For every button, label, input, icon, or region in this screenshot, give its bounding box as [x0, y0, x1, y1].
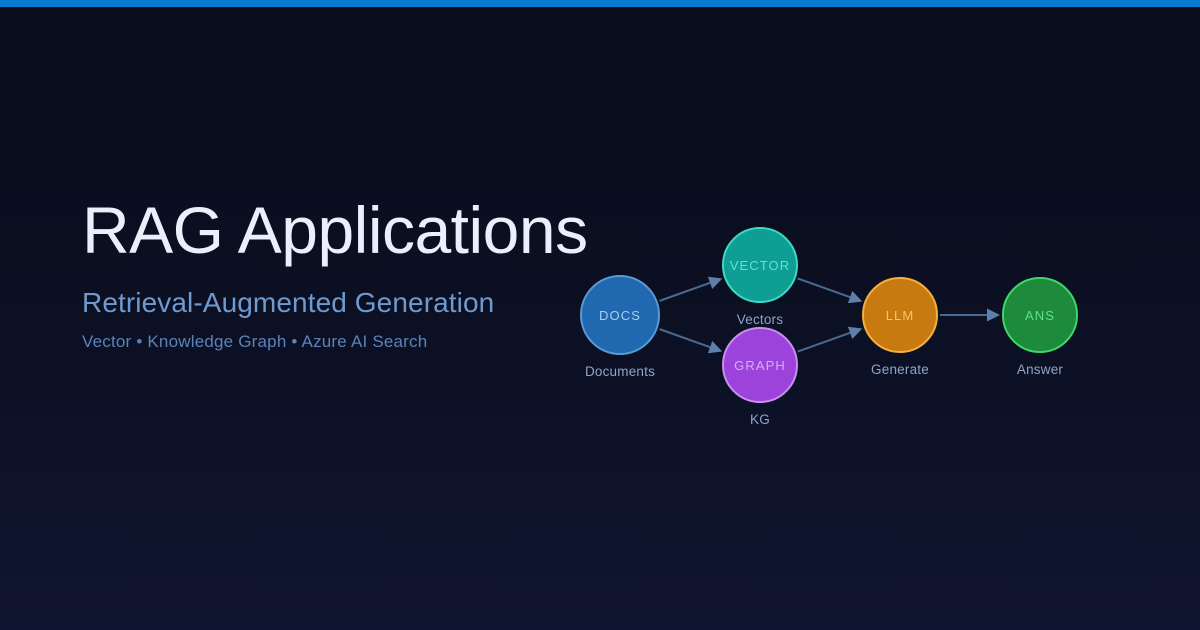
node-caption-vector: Vectors [736, 312, 784, 327]
arrowhead-llm-ans [987, 308, 1000, 322]
top-accent-bar [0, 0, 1200, 7]
node-vector[interactable]: VECTOR [722, 227, 798, 303]
hero-text-block: RAG Applications Retrieval-Augmented Gen… [82, 193, 622, 352]
edge-docs-graph [659, 328, 711, 349]
page-subtitle: Retrieval-Augmented Generation [82, 287, 495, 319]
node-caption-docs: Documents [584, 364, 656, 379]
node-caption-llm: Generate [871, 362, 929, 377]
edge-graph-llm [797, 331, 851, 353]
node-caption-ans: Answer [1016, 362, 1064, 377]
node-label-ans: ANS [1024, 307, 1056, 323]
page-tagline: Vector • Knowledge Graph • Azure AI Sear… [82, 332, 428, 352]
node-caption-graph: KG [750, 412, 770, 427]
edge-vector-llm [797, 277, 851, 299]
node-label-llm: LLM [885, 307, 915, 323]
node-docs[interactable]: DOCS [580, 275, 660, 355]
node-label-docs: DOCS [599, 307, 641, 323]
node-graph[interactable]: GRAPH [722, 327, 798, 403]
arrowhead-vector-llm [847, 291, 863, 304]
node-label-vector: VECTOR [729, 257, 791, 273]
page-title: RAG Applications [82, 193, 588, 267]
node-label-graph: GRAPH [734, 357, 786, 373]
node-ans[interactable]: ANS [1002, 277, 1078, 353]
arrowhead-graph-llm [847, 326, 863, 339]
edge-docs-vector [659, 281, 711, 302]
arrowhead-docs-graph [707, 341, 723, 354]
arrowhead-docs-vector [707, 276, 723, 289]
node-llm[interactable]: LLM [862, 277, 938, 353]
